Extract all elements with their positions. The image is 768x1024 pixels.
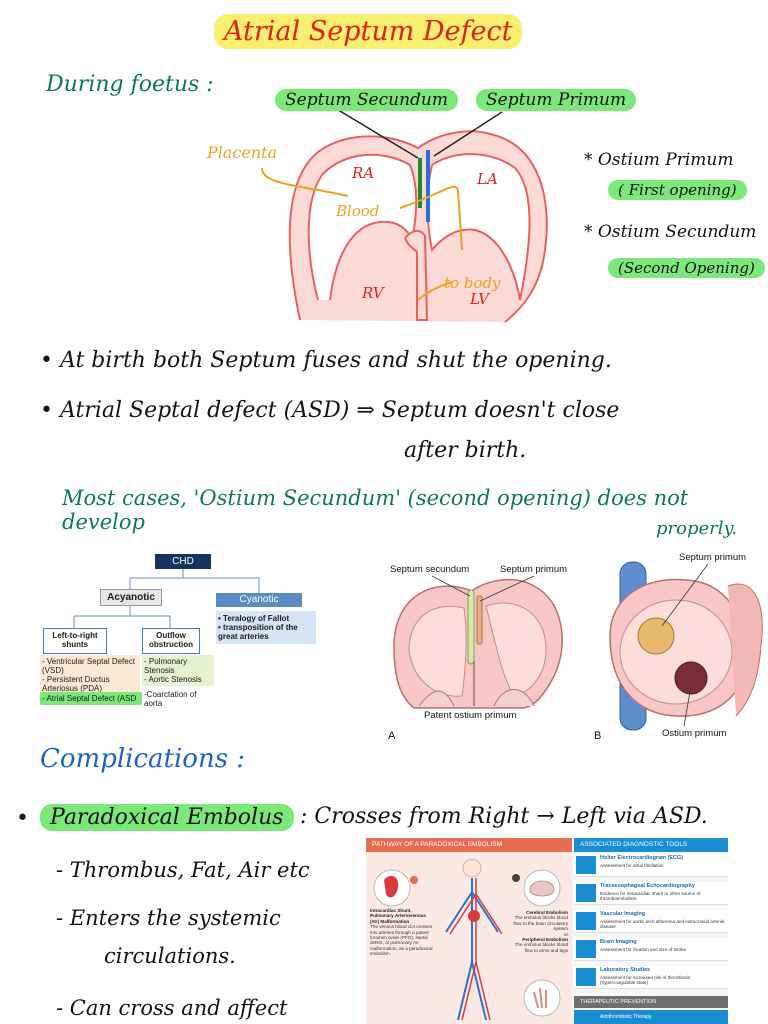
chd-root-box: CHD [155,554,211,569]
rv-label: RV [361,284,386,302]
cerebral-title: Cerebral Embolism [526,910,568,915]
outflow-list: - Pulmonary Stenosis - Aortic Stenosis [142,655,214,686]
tool-tee: Transesophageal Echocardiography Evidenc… [574,882,728,905]
tool-title: Laboratory Studies [600,967,650,973]
complications-heading: Complications : [40,744,245,774]
sub-item-thrombus: - Thrombus, Fat, Air etc [56,858,310,882]
tool-desc: Assessment for atrial fibrillation [600,863,726,868]
fig-b-letter: B [594,730,601,742]
fig-a-letter: A [388,730,395,742]
diagnostic-header: ASSOCIATED DIAGNOSTIC TOOLS [574,838,728,852]
paradoxical-embolus-label: Paradoxical Embolus [40,804,294,831]
cyanotic-item: • Teralogy of Fallot [218,614,314,623]
fig-a-septum-primum: Septum primum [500,564,567,575]
bullet-at-birth: • At birth both Septum fuses and shut th… [40,348,612,373]
to-body-label: to body [444,274,501,292]
cyanotic-box: Cyanotic [216,593,302,607]
bullet-asd: • Atrial Septal defect (ASD) ⇒ Septum do… [40,398,619,423]
paradox-bullet: • [16,806,29,831]
left-to-right-box: Left-to-right shunts [43,628,107,654]
prevention-item: Antithrombotic Therapy [574,1010,728,1024]
tool-vascular: Vascular Imaging Assessment for aortic a… [574,910,728,933]
outflow-box: Outflow obstruction [142,628,200,654]
la-label: LA [476,170,498,188]
tool-desc: Evidence for intracardiac shunt or other… [600,891,726,901]
fetal-heart-diagram: RA LA RV LV Placenta Blood to body [0,0,768,340]
bullet-asd-continued: after birth. [404,438,526,463]
shunt-title: Intracardiac Shunt, Pulmonary Arterioven… [370,908,426,924]
brain-icon [530,881,554,896]
tool-desc: Assessment for increased risk of thrombo… [600,975,726,985]
brain-scan-icon [576,940,596,958]
artery-lines [450,878,502,1020]
prevention-header: THERAPEUTIC PREVENTION [574,996,728,1008]
tool-brain: Brain Imaging Assessment for location an… [574,938,728,961]
lv-label: LV [469,290,491,308]
fig-b-septum-primum: Septum primum [679,552,746,563]
fig-a-septum-secundum: Septum secundum [390,564,469,575]
tool-title: Vascular Imaging [600,911,645,917]
cyanotic-item: • transposition of the great arteries [218,623,314,641]
ltr-item: - Persistent Ductus Arteriosus (PDA) [42,675,138,693]
tool-title: Holter Electrocardiogram (ECG) [600,855,683,861]
ltr-item: - Ventricular Septal Defect (VSD) [42,657,138,675]
tool-lab: Laboratory Studies Assessment for increa… [574,966,728,989]
tool-holter: Holter Electrocardiogram (ECG) Assessmen… [574,854,728,877]
peripheral-desc: The embolus blocks blood flow to arms an… [512,942,568,953]
embolism-text: Cerebral Embolism The embolus blocks blo… [512,910,568,953]
tool-desc: Assessment for aortic arch atheroma and … [600,919,726,929]
septum-secundum-label: Septum Secundum [275,89,458,111]
ra-label: RA [351,164,374,182]
figure-b-heart [596,556,768,736]
placenta-label: Placenta [206,143,277,162]
tool-desc: Assessment for location and size of stro… [600,947,726,952]
paradoxical-description: : Crosses from Right → Left via ASD. [300,804,708,829]
shunt-text: Intracardiac Shunt, Pulmonary Arterioven… [370,908,434,957]
second-opening-note: (Second Opening) [608,258,765,278]
peripheral-title: Peripheral Embolism [522,937,568,942]
sub-item-enters: - Enters the systemic [56,906,281,930]
blood-label: Blood [335,202,379,220]
outflow-item: - Aortic Stenosis [144,675,212,684]
ostium-primum-note: * Ostium Primum [584,150,734,170]
sub-item-cross: - Can cross and affect [56,996,287,1020]
septum-primum-label: Septum Primum [476,89,636,111]
tool-title: Transesophageal Echocardiography [600,883,695,889]
echo-icon [576,884,596,902]
outflow-item: - Pulmonary Stenosis [144,657,212,675]
coarctation-item: -Coarctation of aorta [142,690,214,708]
vascular-icon [576,912,596,930]
left-to-right-list: - Ventricular Septal Defect (VSD) - Pers… [40,655,140,695]
asd-item: - Atrial Septal Defect (ASD [40,692,142,705]
ecg-icon [576,856,596,874]
fig-a-patent-ostium: Patent ostium primum [424,710,516,721]
cyanotic-list: • Teralogy of Fallot • transposition of … [216,611,316,644]
cerebral-desc: The embolus blocks blood flow to the bra… [512,915,568,931]
sub-item-enters-continued: circulations. [104,944,236,968]
tool-title: Brain Imaging [600,939,637,945]
first-opening-note: ( First opening) [608,180,747,200]
pathway-header: PATHWAY OF A PARADOXICAL EMBOLISM [366,838,572,852]
shunt-desc: The venous blood clot crosses into arter… [370,924,434,956]
acyanotic-box: Acyanotic [100,589,162,606]
properly-note: properly. [656,518,737,539]
fig-b-ostium-primum: Ostium primum [662,728,726,739]
paradoxical-embolism-infographic: PATHWAY OF A PARADOXICAL EMBOLISM ASSOCI… [366,838,728,1024]
lab-icon [576,968,596,986]
ostium-secundum-note: * Ostium Secundum [584,222,756,242]
